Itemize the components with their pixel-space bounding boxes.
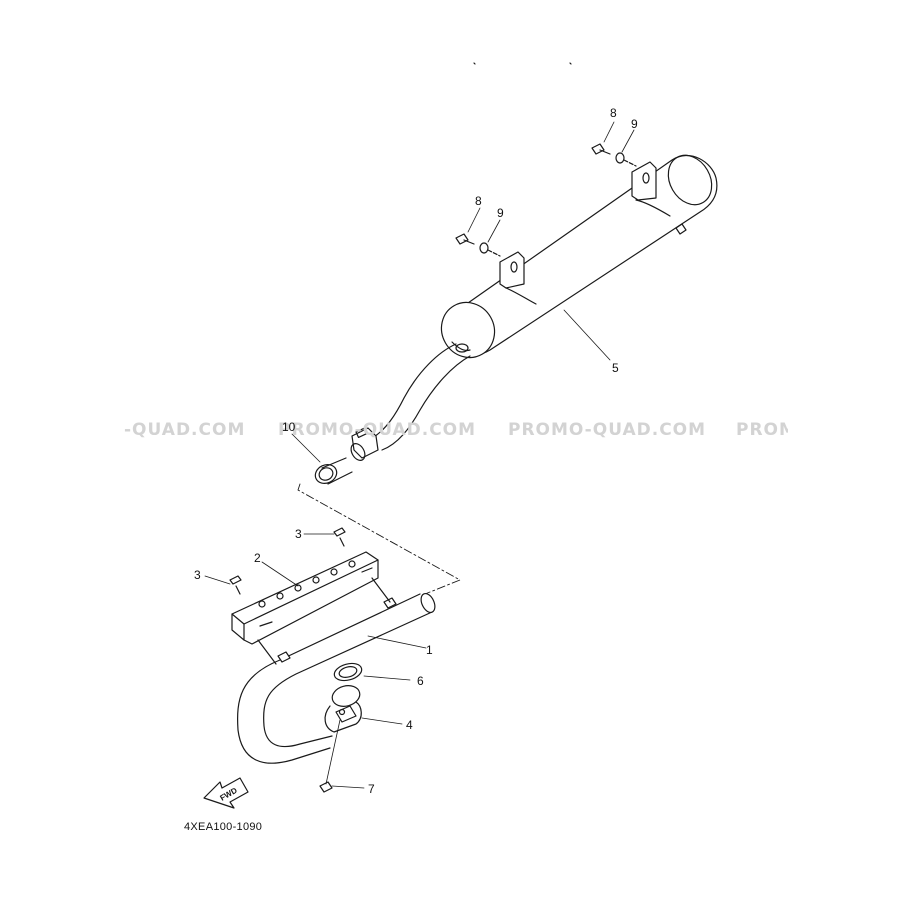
part-label-8: 8 xyxy=(475,194,482,208)
leader-lines xyxy=(204,121,635,789)
watermark-text: PROMO-QUAD.COM xyxy=(278,420,477,440)
top-marks xyxy=(473,62,572,65)
part-label-5: 5 xyxy=(612,361,619,375)
part-label-9: 9 xyxy=(497,206,504,220)
watermark-band: -QUAD.COM PROMO-QUAD.COM PROMO-QUAD.COM … xyxy=(124,410,788,450)
part-label-3: 3 xyxy=(194,568,201,582)
bolt-7-drawing xyxy=(319,719,341,793)
flange-4-drawing xyxy=(324,685,362,733)
watermark-text: PROMO-QUAD.COM xyxy=(508,420,707,440)
part-label-3: 3 xyxy=(295,527,302,541)
part-label-2: 2 xyxy=(254,551,261,565)
part-label-4: 4 xyxy=(406,718,413,732)
part-label-10: 10 xyxy=(282,420,296,434)
part-label-7: 7 xyxy=(368,782,375,796)
screws-3-drawing xyxy=(229,527,346,595)
exhaust-pipe-drawing xyxy=(237,592,436,764)
bolt-8-washer-9-rear xyxy=(591,143,637,167)
watermark-text: -QUAD.COM xyxy=(124,420,246,440)
part-label-6: 6 xyxy=(417,674,424,688)
muffler-inlet-pipe xyxy=(350,343,471,461)
part-label-8: 8 xyxy=(610,106,617,120)
bolt-8-washer-9-front xyxy=(455,233,501,257)
gasket-10-drawing xyxy=(314,457,353,485)
part-label-9: 9 xyxy=(631,117,638,131)
gasket-6-drawing xyxy=(333,662,363,682)
watermark-text: PROMO xyxy=(736,420,788,440)
muffler-drawing xyxy=(440,154,718,359)
part-label-1: 1 xyxy=(426,643,433,657)
protector-drawing xyxy=(231,551,391,665)
fwd-arrow-icon xyxy=(203,777,249,809)
diagram-code: 4XEA100-1090 xyxy=(184,821,263,833)
assembly-line xyxy=(297,483,461,597)
